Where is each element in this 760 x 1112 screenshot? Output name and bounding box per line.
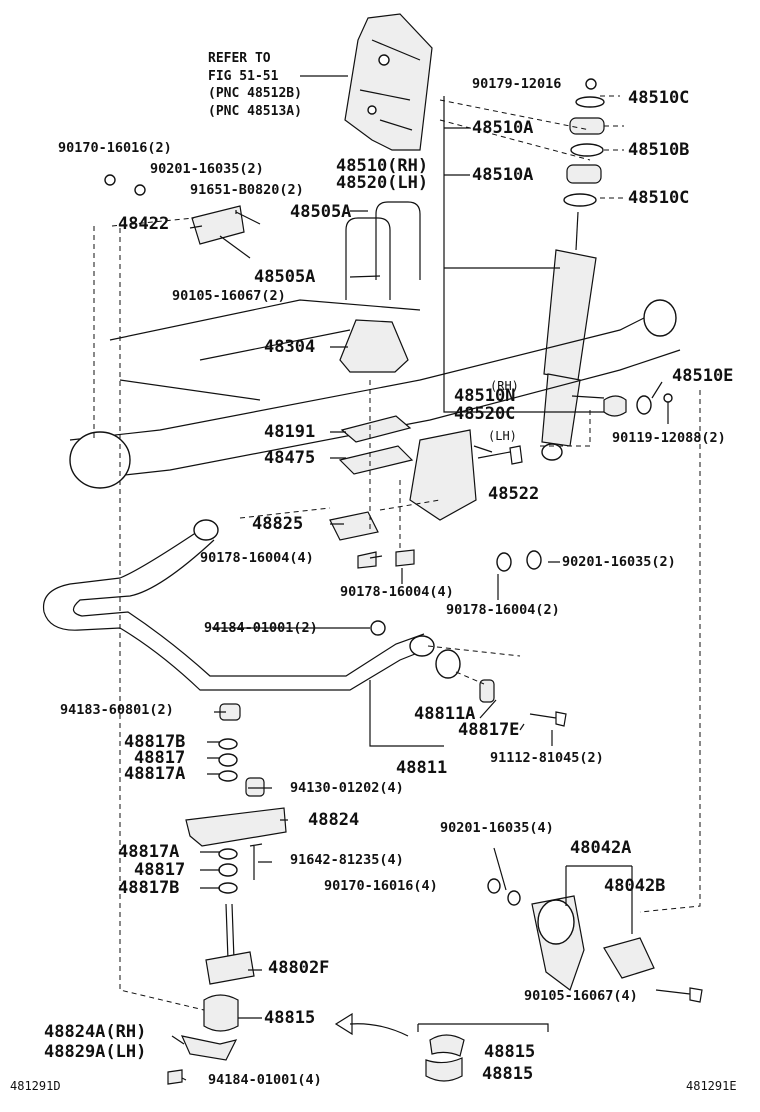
bump-stop-drawing — [339, 319, 409, 373]
part-label-48422: 48422 — [118, 214, 170, 234]
part-label-48505a-2: 48505A — [254, 267, 316, 287]
part-label-48520c: 48520C — [454, 404, 516, 424]
lh-note: (LH) — [488, 429, 517, 443]
part-label-90178-16004-b: 90178-16004(4) — [340, 584, 454, 600]
part-label-90178-16004-c: 90178-16004(2) — [446, 602, 560, 618]
part-label-48505a-1: 48505A — [290, 202, 352, 222]
part-label-90201-16035-b: 90201-16035(2) — [562, 554, 676, 570]
part-label-48824a-rh: 48824A(RH) — [44, 1022, 147, 1042]
part-label-48522: 48522 — [488, 484, 540, 504]
u-bolts-drawing — [345, 201, 421, 300]
part-label-48825: 48825 — [252, 514, 304, 534]
part-label-48824: 48824 — [308, 810, 360, 830]
frame-bracket-drawing — [344, 13, 433, 151]
part-label-90178-16004-a: 90178-16004(4) — [200, 550, 314, 566]
part-label-48510a-1: 48510A — [472, 118, 534, 138]
part-label-90201-16035-c: 90201-16035(4) — [440, 820, 554, 836]
part-label-48817b-1: 48817B — [124, 732, 186, 752]
link-bracket-drawing — [185, 807, 287, 847]
part-label-48829a-lh: 48829A(LH) — [44, 1042, 147, 1062]
part-label-48510n: 48510N — [454, 386, 516, 406]
part-label-48510e: 48510E — [672, 366, 734, 386]
part-label-48817a-1: 48817A — [124, 764, 186, 784]
part-label-90179-12016: 90179-12016 — [472, 76, 562, 92]
part-label-48475: 48475 — [264, 448, 316, 468]
part-label-48510-rh: 48510(RH) — [336, 156, 429, 176]
part-label-48817b-2: 48817B — [118, 878, 180, 898]
part-label-48815-c: 48815 — [482, 1064, 534, 1084]
part-label-94183-60801: 94183-60801(2) — [60, 702, 174, 718]
diagram-id-right: 481291E — [686, 1079, 737, 1093]
refer-note: REFER TO FIG 51-51 (PNC 48512B) (PNC 485… — [208, 51, 302, 119]
axle-housing-drawing — [69, 299, 681, 521]
part-label-48815-a: 48815 — [264, 1008, 316, 1028]
part-label-48817-2: 48817 — [134, 860, 186, 880]
part-label-90170-16016-a: 90170-16016(2) — [58, 140, 172, 156]
part-label-48802f: 48802F — [268, 958, 330, 978]
part-label-90105-16067-b: 90105-16067(4) — [524, 988, 638, 1004]
mount-stack-drawing — [563, 78, 605, 207]
part-label-48042a: 48042A — [570, 838, 632, 858]
bushing-bracket-drawing — [531, 895, 703, 1003]
part-label-90201-16035-a: 90201-16035(2) — [150, 161, 264, 177]
part-label-94130-01202: 94130-01202(4) — [290, 780, 404, 796]
part-label-94184-01001-a: 94184-01001(2) — [204, 620, 318, 636]
stabilizer-bar-drawing — [42, 519, 435, 691]
shock-absorber-drawing — [541, 211, 673, 461]
part-label-48510c-top: 48510C — [628, 88, 690, 108]
part-label-48510b: 48510B — [628, 140, 690, 160]
part-label-91112-81045: 91112-81045(2) — [490, 750, 604, 766]
part-label-48510a-2: 48510A — [472, 165, 534, 185]
part-label-48520-lh: 48520(LH) — [336, 173, 429, 193]
part-label-90105-16067-a: 90105-16067(2) — [172, 288, 286, 304]
part-label-48042b: 48042B — [604, 876, 666, 896]
part-label-91651-b0820: 91651-B0820(2) — [190, 182, 304, 198]
part-label-48510c-2: 48510C — [628, 188, 690, 208]
rh-note: (RH) — [490, 379, 519, 393]
part-label-48815-b: 48815 — [484, 1042, 536, 1062]
part-label-90119-12088: 90119-12088(2) — [612, 430, 726, 446]
part-label-48817a-2: 48817A — [118, 842, 180, 862]
part-label-94184-01001-b: 94184-01001(4) — [208, 1072, 322, 1088]
part-label-48811: 48811 — [396, 758, 448, 778]
part-label-48191: 48191 — [264, 422, 316, 442]
part-label-48811a: 48811A — [414, 704, 476, 724]
part-label-90170-16016-b: 90170-16016(4) — [324, 878, 438, 894]
diagram-id-left: 481291D — [10, 1079, 61, 1093]
part-label-48817-1: 48817 — [134, 748, 186, 768]
part-label-91642-81235: 91642-81235(4) — [290, 852, 404, 868]
part-label-48817e: 48817E — [458, 720, 520, 740]
part-label-48304: 48304 — [264, 337, 316, 357]
